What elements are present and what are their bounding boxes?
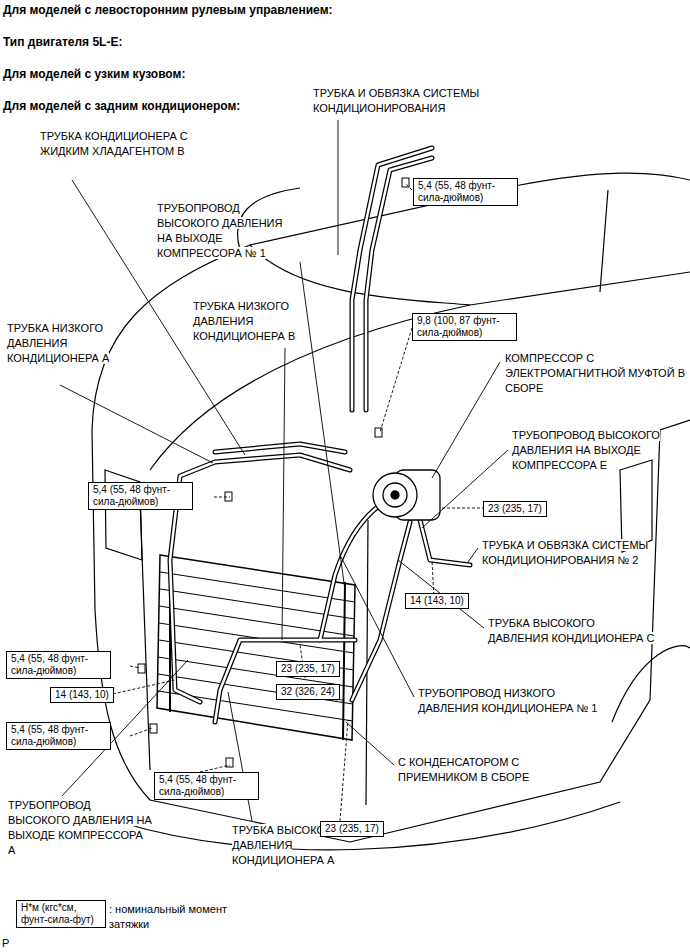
part-label-wrap: ТРУБОПРОВОД ВЫСОКОГО ДАВЛЕНИЯ НА ВЫХОДЕ …: [512, 428, 672, 473]
part-label: С КОНДЕНСАТОРОМ С ПРИЕМНИКОМ В СБОРЕ: [398, 756, 529, 783]
torque-value: 32 (326, 24): [281, 686, 335, 697]
part-label-wrap: ТРУБОПРОВОД ВЫСОКОГО ДАВЛЕНИЯ НА ВЫХОДЕ …: [157, 201, 297, 261]
part-label: ТРУБКА КОНДИЦИОНЕРА С ЖИДКИМ ХЛАДАГЕНТОМ…: [40, 130, 188, 157]
part-label-wrap: ТРУБКА И ОБВЯЗКА СИСТЕМЫ КОНДИЦИОНИРОВАН…: [482, 538, 677, 568]
part-label-wrap: ТРУБКА КОНДИЦИОНЕРА С ЖИДКИМ ХЛАДАГЕНТОМ…: [40, 129, 210, 159]
part-label-wrap: P: [2, 936, 22, 951]
vehicle-body: [92, 173, 690, 850]
torque-box: 32 (326, 24): [276, 684, 340, 700]
part-label-wrap: ТРУБКА ВЫСОКОГО ДАВЛЕНИЯ КОНДИЦИОНЕРА С: [488, 616, 658, 646]
part-label-wrap: ТРУБОПРОВОД ВЫСОКОГО ДАВЛЕНИЯ НА ВЫХОДЕ …: [8, 798, 153, 858]
part-label: ТРУБКА НИЗКОГО ДАВЛЕНИЯ КОНДИЦИОНЕРА В: [193, 300, 295, 342]
torque-box: 5,4 (55, 48 фунт-сила-дюймов): [154, 772, 259, 800]
torque-value: 9,8 (100, 87 фунт-сила-дюймов): [417, 315, 500, 338]
torque-value: 14 (143, 10): [410, 595, 464, 606]
torque-value: 5,4 (55, 48 фунт-сила-дюймов): [11, 653, 88, 676]
torque-value: 23 (235, 17): [488, 503, 542, 514]
torque-value: 23 (235, 17): [325, 823, 379, 834]
part-label: ТРУБОПРОВОД НИЗКОГО ДАВЛЕНИЯ КОНДИЦИОНЕР…: [418, 687, 597, 714]
torque-box: 5,4 (55, 48 фунт-сила-дюймов): [88, 482, 193, 510]
torque-box: 23 (235, 17): [276, 661, 340, 677]
torque-value: Н*м (кгс*см, фунт-сила-фут): [21, 902, 94, 925]
torque-box: 14 (143, 10): [405, 593, 469, 609]
leader-lines: [60, 120, 508, 821]
section-note-wrap: Тип двигателя 5L-E:: [3, 35, 363, 50]
compressor: [373, 470, 440, 520]
part-label: ТРУБОПРОВОД ВЫСОКОГО ДАВЛЕНИЯ НА ВЫХОДЕ …: [8, 799, 152, 856]
torque-value: 5,4 (55, 48 фунт-сила-дюймов): [159, 774, 236, 797]
torque-value: 14 (143, 10): [55, 689, 109, 700]
section-note-wrap: Для моделей с задним кондиционером:: [3, 99, 303, 114]
part-label-wrap: : номинальный момент затяжки: [109, 902, 229, 932]
part-label-wrap: ТРУБОПРОВОД НИЗКОГО ДАВЛЕНИЯ КОНДИЦИОНЕР…: [418, 686, 598, 716]
part-label-wrap: С КОНДЕНСАТОРОМ С ПРИЕМНИКОМ В СБОРЕ: [398, 755, 578, 785]
section-note-wrap: Для моделей с узким кузовом:: [3, 67, 363, 82]
part-label: ТРУБКА И ОБВЯЗКА СИСТЕМЫ КОНДИЦИОНИРОВАН…: [313, 87, 479, 114]
part-label-wrap: ТРУБКА НИЗКОГО ДАВЛЕНИЯ КОНДИЦИОНЕРА В: [193, 299, 343, 344]
section-note: Тип двигателя 5L-E:: [3, 35, 122, 49]
torque-value: 5,4 (55, 48 фунт-сила-дюймов): [11, 724, 88, 747]
part-label: ТРУБОПРОВОД ВЫСОКОГО ДАВЛЕНИЯ НА ВЫХОДЕ …: [512, 429, 660, 471]
legend-torque-box: Н*м (кгс*см, фунт-сила-фут): [16, 900, 106, 928]
part-label: P: [2, 937, 9, 949]
torque-box: 5,4 (55, 48 фунт-сила-дюймов): [6, 722, 111, 750]
torque-box: 23 (235, 17): [483, 501, 547, 517]
torque-box: 5,4 (55, 48 фунт-сила-дюймов): [6, 651, 111, 679]
part-label-wrap: ТРУБКА НИЗКОГО ДАВЛЕНИЯ КОНДИЦИОНЕРА А: [7, 321, 119, 366]
part-label: ТРУБКА ВЫСОКОГО ДАВЛЕНИЯ КОНДИЦИОНЕРА С: [488, 617, 654, 644]
part-label: ТРУБОПРОВОД ВЫСОКОГО ДАВЛЕНИЯ НА ВЫХОДЕ …: [157, 202, 282, 259]
torque-box: 14 (143, 10): [50, 687, 114, 703]
part-label: КОМПРЕССОР С ЭЛЕКТРОМАГНИТНОЙ МУФТОЙ В С…: [505, 352, 685, 394]
part-label: ТРУБКА И ОБВЯЗКА СИСТЕМЫ КОНДИЦИОНИРОВАН…: [482, 539, 648, 566]
part-label: ТРУБКА НИЗКОГО ДАВЛЕНИЯ КОНДИЦИОНЕРА А: [7, 322, 109, 364]
torque-value: 5,4 (55, 48 фунт-сила-дюймов): [418, 180, 495, 203]
page-heading: Для моделей с левосторонним рулевым упра…: [3, 3, 333, 17]
page-heading-wrap: Для моделей с левосторонним рулевым упра…: [3, 3, 523, 18]
torque-box: 9,8 (100, 87 фунт-сила-дюймов): [412, 313, 517, 341]
torque-value: 23 (235, 17): [281, 663, 335, 674]
bolts: [138, 178, 409, 767]
section-note: Для моделей с задним кондиционером:: [3, 99, 240, 113]
section-note: Для моделей с узким кузовом:: [3, 67, 185, 81]
part-label: : номинальный момент затяжки: [109, 903, 227, 930]
torque-value: 5,4 (55, 48 фунт-сила-дюймов): [93, 484, 170, 507]
torque-box: 23 (235, 17): [320, 821, 384, 837]
part-label-wrap: КОМПРЕССОР С ЭЛЕКТРОМАГНИТНОЙ МУФТОЙ В С…: [505, 351, 685, 396]
torque-box: 5,4 (55, 48 фунт-сила-дюймов): [413, 178, 518, 206]
part-label-wrap: ТРУБКА И ОБВЯЗКА СИСТЕМЫ КОНДИЦИОНИРОВАН…: [313, 86, 508, 116]
condenser: [157, 552, 355, 740]
